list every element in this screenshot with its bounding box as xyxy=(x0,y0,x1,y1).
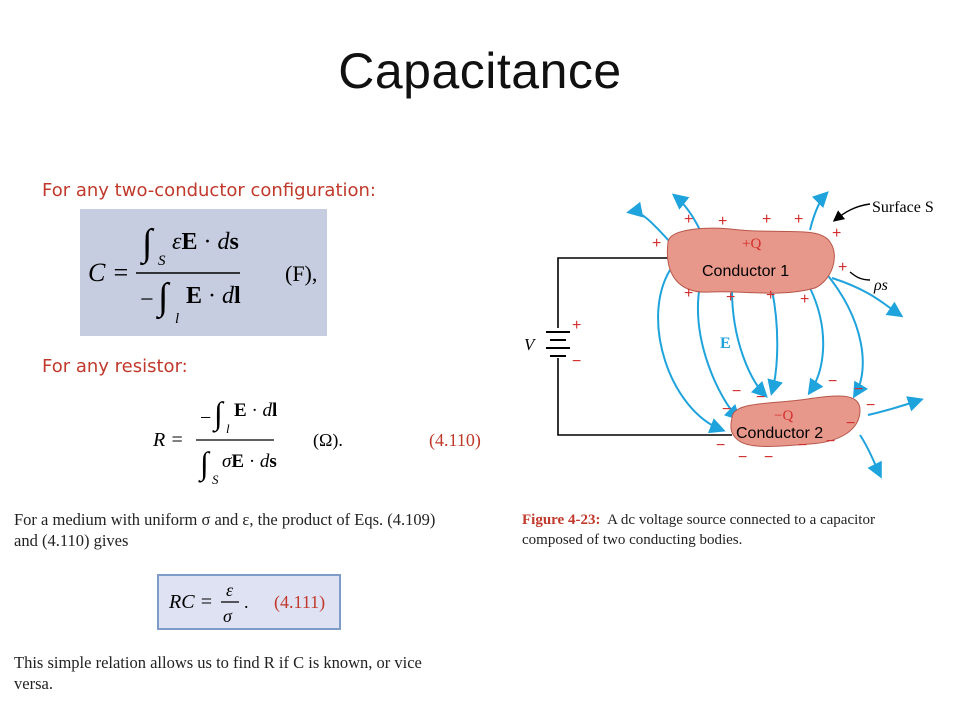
svg-text:−: − xyxy=(828,373,837,390)
svg-text:+: + xyxy=(652,235,661,252)
capacitor-label: For any two-conductor configuration: xyxy=(42,180,376,201)
svg-text:+: + xyxy=(684,285,693,302)
rc-den: σ xyxy=(223,606,233,626)
figure-caption: Figure 4-23: A dc voltage source connect… xyxy=(522,510,952,550)
r-num-sub: l xyxy=(226,421,230,436)
battery-plus: + xyxy=(572,317,581,334)
svg-text:σE · ds: σE · ds xyxy=(222,451,277,472)
svg-text:−: − xyxy=(866,397,875,414)
svg-text:.: . xyxy=(244,592,249,612)
svg-text:+: + xyxy=(800,291,809,308)
conductor-1-charge: +Q xyxy=(742,236,761,252)
conductor-2-charge: −Q xyxy=(774,408,793,424)
svg-text:E · dl: E · dl xyxy=(234,400,277,421)
svg-text:−: − xyxy=(722,401,731,418)
svg-text:−: − xyxy=(826,433,835,450)
svg-text:+: + xyxy=(838,259,847,276)
paragraph-2-line-2: versa. xyxy=(14,674,53,693)
rc-lhs: RC = xyxy=(168,591,213,613)
voltage-label: V xyxy=(524,335,537,354)
resistance-equation-svg: R = − ∫ l E · dl ∫ S σE · ds (Ω). (4.110… xyxy=(152,395,481,487)
surface-pointer xyxy=(832,203,871,222)
svg-text:+: + xyxy=(726,289,735,306)
svg-text:−: − xyxy=(732,383,741,400)
svg-text:−: − xyxy=(846,415,855,432)
plus-charges: + + + + + + + + + + + xyxy=(652,211,847,308)
capacitance-unit: (F), xyxy=(285,261,317,286)
svg-text:∫: ∫ xyxy=(212,395,225,433)
rho-pointer xyxy=(849,271,871,281)
resistance-unit: (Ω). xyxy=(313,430,343,451)
slide-title: Capacitance xyxy=(338,43,622,99)
svg-text:+: + xyxy=(762,211,771,228)
caption-label: Figure 4-23: xyxy=(522,512,601,528)
capacitance-equation-svg: C = ∫ S εE · ds − ∫ l E · dl (F), xyxy=(88,222,317,327)
rc-num: ε xyxy=(226,580,234,600)
svg-text:−: − xyxy=(738,449,747,466)
conductor-2-shape xyxy=(730,395,861,447)
battery-minus: − xyxy=(572,353,581,370)
surface-label: Surface S xyxy=(872,199,934,216)
svg-text:∫: ∫ xyxy=(198,445,211,483)
conductor-1-shape xyxy=(666,227,835,294)
svg-text:+: + xyxy=(684,211,693,228)
rc-equation: RC = ε σ . (4.111) xyxy=(157,574,341,630)
field-label: E xyxy=(720,335,731,352)
resistor-label: For any resistor: xyxy=(42,356,188,377)
capacitance-lhs: C = xyxy=(88,258,129,287)
den-minus: − xyxy=(140,287,154,313)
caption-line-1: Figure 4-23: A dc voltage source connect… xyxy=(522,510,952,530)
svg-text:−: − xyxy=(200,407,211,429)
svg-text:−: − xyxy=(716,437,725,454)
den-subscript: l xyxy=(175,311,179,327)
rc-equation-svg: RC = ε σ . (4.111) xyxy=(168,580,325,626)
integral-sign-den: ∫ xyxy=(156,276,171,320)
paragraph-1-line-2: and (4.110) gives xyxy=(14,531,129,550)
svg-text:−: − xyxy=(756,389,765,406)
resistance-equation: R = − ∫ l E · dl ∫ S σE · ds (Ω). (4.110… xyxy=(150,390,495,488)
capacitance-equation: C = ∫ S εE · ds − ∫ l E · dl (F), xyxy=(80,209,327,336)
den-integrand: E · dl xyxy=(186,283,241,309)
integral-sign-num: ∫ xyxy=(140,222,155,266)
eq-number-4110: (4.110) xyxy=(429,430,481,451)
resistance-lhs: R = xyxy=(152,429,184,451)
conductor-1-label: Conductor 1 xyxy=(702,263,789,280)
capacitor-figure: + − V Surface S ρs +Q Conduct xyxy=(510,180,950,490)
paragraph-1-line-1: For a medium with uniform σ and ε, the p… xyxy=(14,510,436,529)
paragraph-2: This simple relation allows us to find R… xyxy=(14,652,494,694)
svg-text:−: − xyxy=(854,381,863,398)
svg-text:+: + xyxy=(832,225,841,242)
conductor-2-label: Conductor 2 xyxy=(736,425,823,442)
caption-line-2: composed of two conducting bodies. xyxy=(522,532,743,548)
caption-text-1: A dc voltage source connected to a capac… xyxy=(607,512,875,528)
svg-text:+: + xyxy=(766,287,775,304)
num-subscript: S xyxy=(158,253,166,269)
svg-text:−: − xyxy=(798,437,807,454)
capacitor-figure-svg: + − V Surface S ρs +Q Conduct xyxy=(524,191,934,479)
minus-charges: − − − − − − − − − − − − xyxy=(716,373,875,466)
svg-text:+: + xyxy=(718,213,727,230)
rho-label: ρs xyxy=(873,277,888,294)
r-den-sub: S xyxy=(212,472,219,487)
field-lines xyxy=(626,191,924,479)
paragraph-2-line-1: This simple relation allows us to find R… xyxy=(14,653,422,672)
eq-number-4111: (4.111) xyxy=(274,592,325,613)
svg-text:−: − xyxy=(764,449,773,466)
svg-text:+: + xyxy=(794,211,803,228)
num-integrand: εE · ds xyxy=(172,229,239,255)
paragraph-1: For a medium with uniform σ and ε, the p… xyxy=(14,509,494,551)
